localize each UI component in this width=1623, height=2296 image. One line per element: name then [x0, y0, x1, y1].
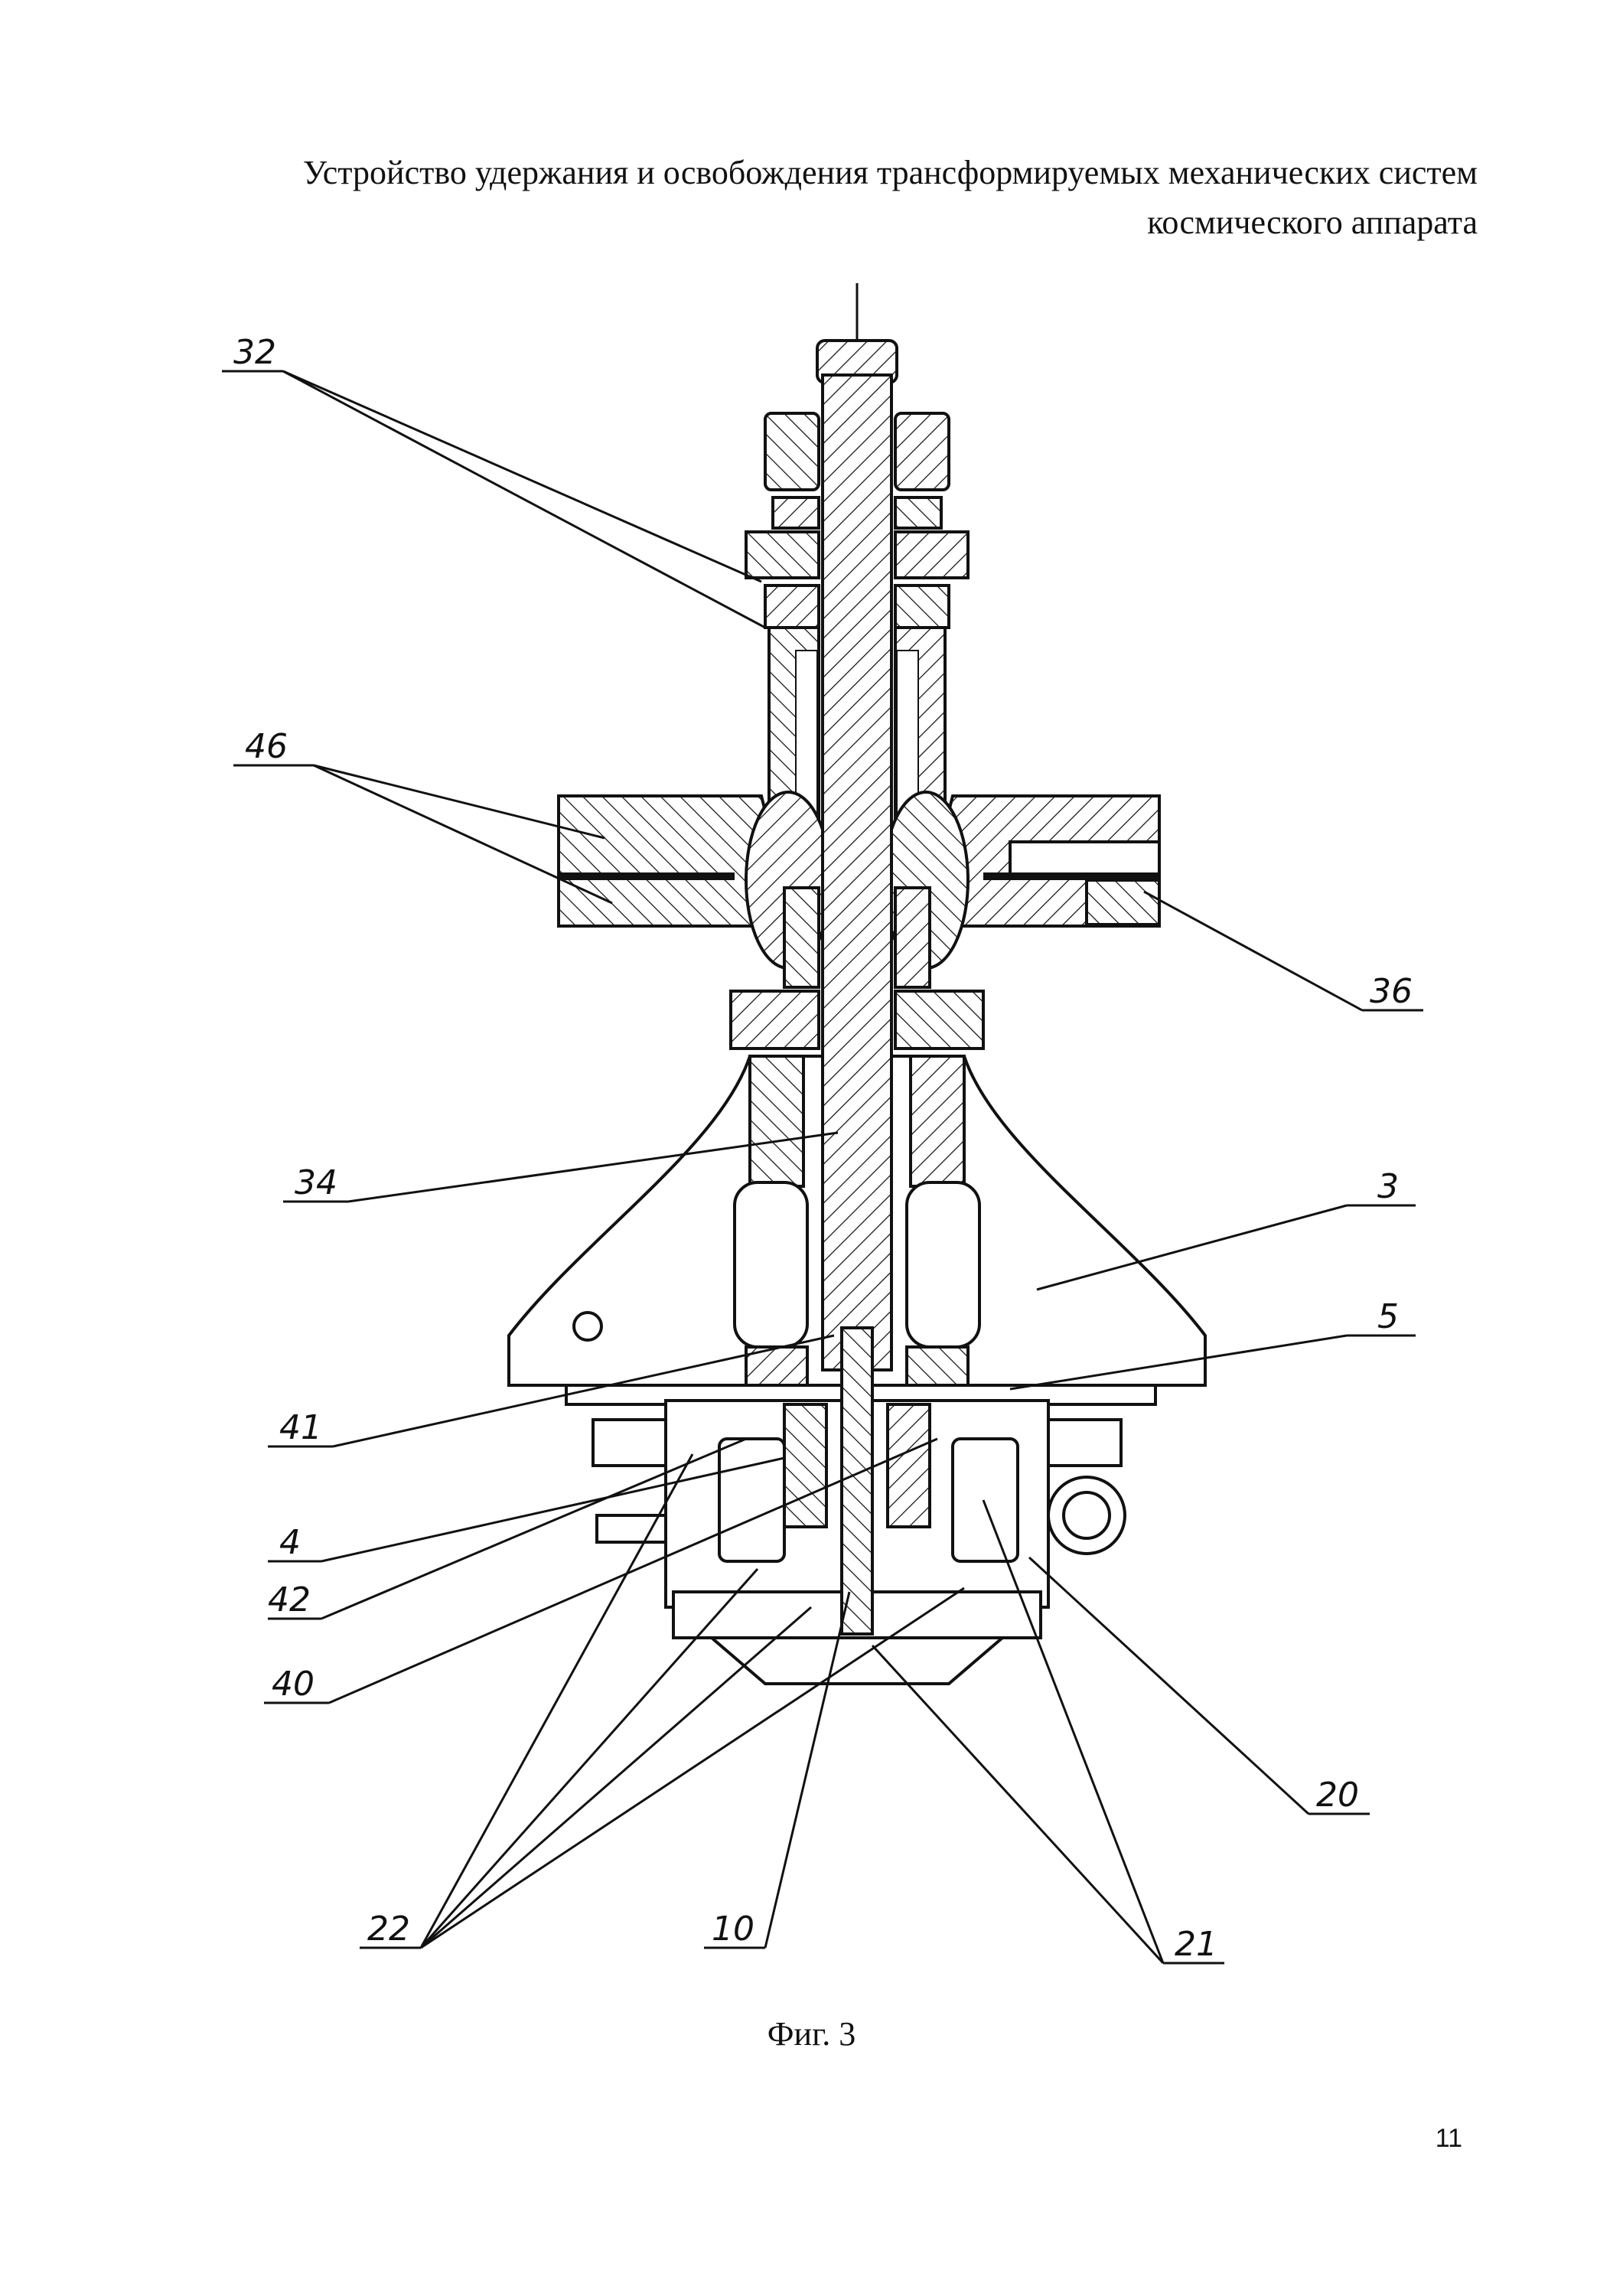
callout-5: 5 — [1377, 1297, 1399, 1336]
flange-slot — [1009, 840, 1161, 878]
bearing-right — [951, 1437, 1019, 1563]
callout-labels: 32 46 36 34 3 5 41 4 42 40 20 22 10 21 — [233, 333, 1413, 1964]
nut-left — [764, 412, 820, 491]
callout-40: 40 — [272, 1665, 314, 1704]
flange-left — [557, 794, 775, 928]
bracket-left — [592, 1418, 667, 1467]
washer-left — [771, 496, 820, 530]
title-line-2: космического аппарата — [1147, 204, 1478, 241]
nut-right — [894, 412, 950, 491]
cone-hole — [572, 1311, 603, 1342]
title-line-1: Устройство удержания и освобождения тран… — [302, 154, 1478, 191]
small-washer-right — [894, 584, 950, 629]
bushing-right — [894, 886, 931, 989]
callout-4: 4 — [279, 1523, 301, 1562]
callout-22: 22 — [367, 1910, 410, 1949]
assembly-section — [507, 283, 1207, 1685]
figure-caption: Фиг. 3 — [767, 2015, 856, 2053]
inner-ring-right — [886, 1403, 931, 1528]
callout-20: 20 — [1316, 1776, 1359, 1815]
sleeve-upper-left — [748, 1055, 805, 1188]
bracket-left-lower — [595, 1514, 667, 1544]
leader-lines — [222, 370, 1423, 1965]
callout-10: 10 — [712, 1910, 754, 1949]
callout-32: 32 — [233, 333, 276, 372]
support-ring-right — [894, 990, 985, 1050]
connector-ring-inner — [1062, 1491, 1111, 1540]
plate-right — [894, 530, 970, 579]
bushing-left — [783, 886, 820, 989]
callout-41: 41 — [279, 1408, 322, 1447]
inner-ring-left — [783, 1403, 828, 1528]
bracket-right — [1047, 1418, 1123, 1467]
page-number: 11 — [1435, 2124, 1462, 2153]
callout-36: 36 — [1370, 972, 1413, 1011]
callout-21: 21 — [1175, 1925, 1217, 1964]
sleeve-bulge-left — [733, 1181, 809, 1349]
central-rod — [821, 373, 893, 1371]
sleeve-bulge-right — [905, 1181, 981, 1349]
washer-right — [894, 496, 943, 530]
small-washer-left — [764, 584, 820, 629]
callout-46: 46 — [245, 727, 288, 766]
flange-block — [1085, 879, 1161, 926]
callout-34: 34 — [295, 1163, 337, 1202]
plate-left — [745, 530, 820, 579]
support-ring-left — [729, 990, 820, 1050]
callout-3: 3 — [1377, 1167, 1399, 1206]
bearing-left — [718, 1437, 786, 1563]
housing-cone-bottom — [707, 1636, 1007, 1685]
release-pin — [840, 1326, 874, 1636]
sleeve-upper-right — [909, 1055, 966, 1188]
callout-42: 42 — [268, 1580, 311, 1619]
